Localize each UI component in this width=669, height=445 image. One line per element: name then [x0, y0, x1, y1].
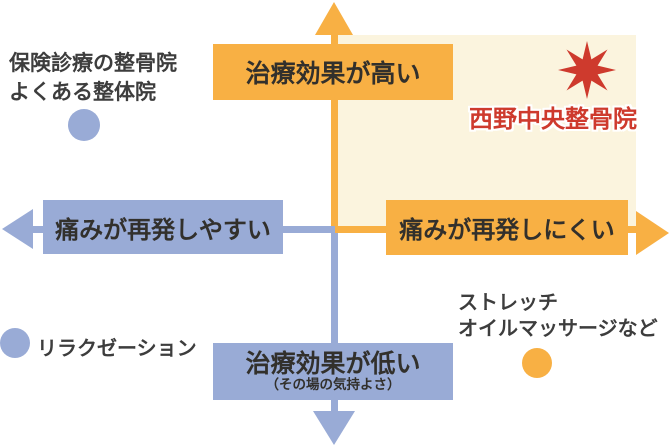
item-bottom-left-label: リラクゼーション [37, 336, 197, 360]
item-top-left-line1: 保険診療の整骨院 [9, 51, 177, 75]
item-bottom-right-line2: オイルマッサージなど [458, 316, 658, 340]
right-arrow-icon [636, 211, 669, 255]
vertical-axis-upper-line [331, 30, 338, 229]
axis-label-bottom-text: 治療効果が低い [245, 348, 421, 378]
blue-dot-marker-top-left [68, 109, 100, 141]
highlight-clinic-label: 西野中央整骨院 [469, 105, 637, 133]
axis-label-top-text: 治療効果が高い [245, 59, 421, 88]
vertical-axis-lower-line [331, 229, 338, 412]
orange-dot-marker-bottom-right [522, 348, 552, 378]
up-arrow-icon [315, 2, 353, 35]
axis-label-right-text: 痛みが再発しにくい [399, 216, 615, 244]
item-top-left-line2: よくある整体院 [9, 80, 156, 104]
left-arrow-icon [2, 209, 33, 249]
item-top-left-label: 保険診療の整骨院 よくある整体院 [9, 49, 177, 107]
axis-label-bottom-subtext: （その場の気持よさ） [265, 376, 401, 393]
item-bottom-right-label: ストレッチ オイルマッサージなど [458, 289, 658, 341]
starburst-icon [558, 41, 616, 99]
item-bottom-right-line1: ストレッチ [458, 290, 558, 314]
down-arrow-icon [313, 411, 355, 445]
axis-label-right: 痛みが再発しにくい [386, 200, 628, 255]
axis-label-top: 治療効果が高い [213, 44, 453, 100]
axis-label-left-text: 痛みが再発しやすい [55, 215, 271, 244]
blue-dot-marker-bottom-left [0, 328, 30, 358]
axis-label-left: 痛みが再発しやすい [43, 200, 283, 254]
axis-label-bottom: 治療効果が低い （その場の気持よさ） [213, 343, 453, 400]
